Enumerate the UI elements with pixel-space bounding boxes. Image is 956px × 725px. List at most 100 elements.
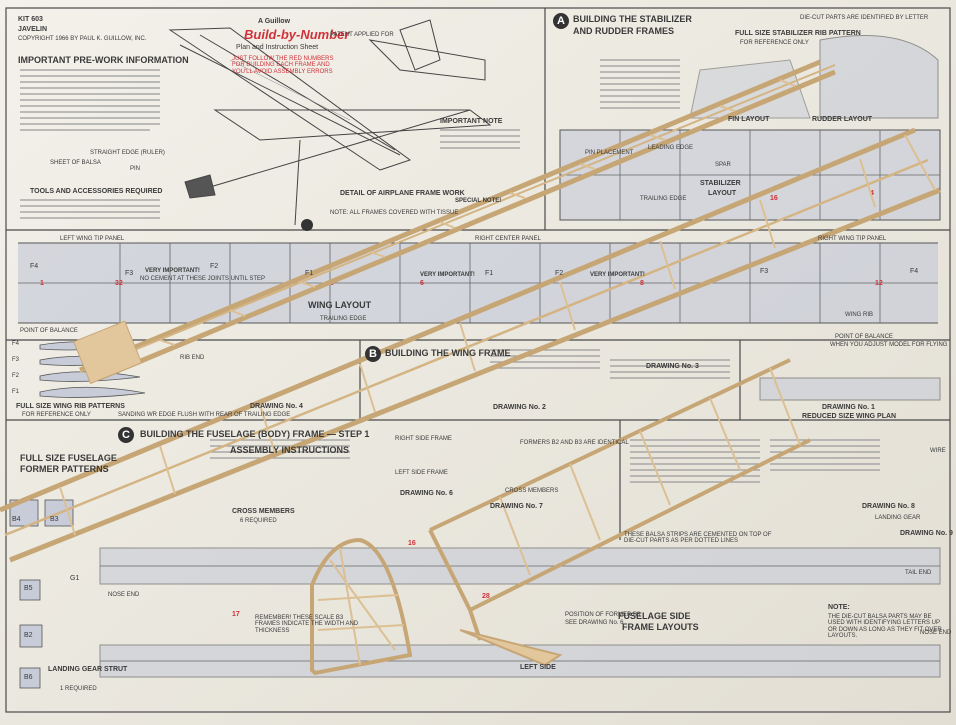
drawing-7-label: DRAWING No. 7 (490, 503, 543, 510)
nose-end-right: NOSE END (920, 630, 952, 636)
svg-text:4: 4 (870, 190, 874, 197)
cross-members-required: 6 REQUIRED (240, 518, 277, 524)
remember-note: REMEMBER! THESE SCALE B3 FRAMES INDICATE… (255, 615, 359, 634)
fuselage-side-1: FUSELAGE SIDE (618, 611, 691, 621)
former-b2: B2 (24, 632, 33, 639)
stab-spar: SPAR (715, 162, 731, 168)
left-side-label: LEFT SIDE (520, 664, 556, 671)
small-rib-f1: F1 (12, 389, 20, 395)
section-b-badge: B (365, 346, 381, 362)
very-important-1: VERY IMPORTANT! (145, 268, 200, 274)
detail-note: NOTE: ALL FRAMES COVERED WITH TISSUE (330, 210, 459, 216)
patent-text: PATENT APPLIED FOR (330, 32, 394, 38)
straight-edge-label: STRAIGHT EDGE (RULER) (90, 150, 165, 156)
cross-members-label: CROSS MEMBERS (232, 508, 295, 515)
wing-rib-patterns-sub: FOR REFERENCE ONLY (22, 412, 91, 418)
former-b3: B3 (50, 516, 59, 523)
svg-text:12: 12 (875, 280, 883, 287)
section-a-title-1: BUILDING THE STABILIZER (573, 14, 692, 24)
series-title: Build-by-Number (244, 27, 350, 42)
fuselage-side-2: FRAME LAYOUTS (622, 622, 699, 632)
sanding-note: SANDING WR EDGE FLUSH WITH REAR OF TRAIL… (118, 412, 291, 418)
wing-rib-patterns-title: FULL SIZE WING RIB PATTERNS (16, 403, 125, 410)
rib-f2-right: F2 (555, 270, 564, 277)
svg-text:16: 16 (408, 540, 416, 547)
section-c-title: BUILDING THE FUSELAGE (BODY) FRAME — STE… (140, 429, 370, 439)
svg-text:6: 6 (420, 280, 424, 287)
stab-rib-pattern: FULL SIZE STABILIZER RIB PATTERN (735, 30, 861, 37)
drawing-8-label: DRAWING No. 8 (862, 503, 915, 510)
drawing-2-label: DRAWING No. 2 (493, 404, 546, 411)
right-side-frame: RIGHT SIDE FRAME (395, 436, 452, 442)
small-rib-f2: F2 (12, 373, 20, 379)
stab-trailing-edge: TRAILING EDGE (640, 196, 687, 202)
rib-end-label: RIB END (180, 355, 205, 361)
rudder-layout-label: RUDDER LAYOUT (812, 116, 873, 123)
stab-layout-2: LAYOUT (708, 190, 737, 197)
small-rib-f3: F3 (12, 357, 20, 363)
drawing-4-label: DRAWING No. 4 (250, 403, 303, 410)
balance-note: WHEN YOU ADJUST MODEL FOR FLYING (830, 342, 948, 348)
tail-end-label: TAIL END (905, 570, 932, 576)
left-side-frame: LEFT SIDE FRAME (395, 470, 448, 476)
small-rib-f4: F4 (12, 341, 20, 347)
wing-layout-title: WING LAYOUT (308, 300, 372, 310)
pin-label: PIN (130, 166, 141, 172)
tools-title: TOOLS AND ACCESSORIES REQUIRED (30, 188, 163, 195)
see-drawing: SEE DRAWING No. 6 (565, 620, 624, 626)
stab-leading-edge: LEADING EDGE (648, 145, 694, 151)
drawing-3-label: DRAWING No. 3 (646, 363, 699, 370)
former-b6: B6 (24, 674, 33, 681)
die-cut-note: DIE-CUT PARTS ARE IDENTIFIED BY LETTER (800, 15, 929, 21)
follow-note: JUST FOLLOW THE RED NUMBERS FOR BUILDING… (232, 56, 334, 75)
rib-f3-right: F3 (760, 268, 769, 275)
note-text: THE DIE-CUT BALSA PARTS MAY BE USED WITH… (828, 614, 942, 639)
fuselage-former-title: FULL SIZE FUSELAGE (20, 453, 117, 463)
very-important-3: VERY IMPORTANT! (590, 272, 645, 278)
nose-end-label: NOSE END (108, 592, 140, 598)
assembly-instructions: ASSEMBLY INSTRUCTIONS (230, 445, 350, 455)
no-cement-1: NO CEMENT AT THESE JOINTS UNTIL STEP (140, 276, 266, 282)
brand-text: A Guillow (258, 18, 291, 25)
drawing-1-label: DRAWING No. 1 (822, 404, 875, 411)
rib-f4-left: F4 (30, 263, 39, 270)
section-a-title-2: AND RUDDER FRAMES (573, 26, 674, 36)
special-note: SPECIAL NOTE! (455, 198, 502, 204)
balsa-strip-note: THESE BALSA STRIPS ARE CEMENTED ON TOP O… (624, 532, 772, 545)
wire-label: WIRE (930, 448, 946, 454)
point-of-balance: POINT OF BALANCE (20, 328, 78, 334)
section-a-badge: A (553, 13, 569, 29)
wing-rib-label: WING RIB (845, 312, 873, 318)
landing-gear-strut: LANDING GEAR STRUT (48, 666, 128, 673)
svg-text:16: 16 (770, 195, 778, 202)
former-g1: G1 (70, 575, 80, 582)
sheet-title: Plan and Instruction Sheet (236, 44, 319, 51)
svg-text:17: 17 (232, 611, 240, 618)
rib-f4-right: F4 (910, 268, 919, 275)
svg-text:28: 28 (482, 593, 490, 600)
sheet-balsa-label: SHEET OF BALSA (50, 160, 101, 166)
fin-layout-label: FIN LAYOUT (728, 116, 770, 123)
stab-rib-sub: FOR REFERENCE ONLY (740, 40, 809, 46)
drawing-6-label: DRAWING No. 6 (400, 490, 453, 497)
formers-note: FORMERS B2 AND B3 ARE IDENTICAL (520, 440, 629, 446)
svg-text:8: 8 (640, 280, 644, 287)
svg-text:1: 1 (40, 280, 44, 287)
rib-f1-right: F1 (485, 270, 494, 277)
note-label: NOTE: (828, 604, 850, 611)
former-b4: B4 (12, 516, 21, 523)
left-wing-tip-panel: LEFT WING TIP PANEL (60, 236, 125, 242)
right-wing-tip-panel: RIGHT WING TIP PANEL (818, 236, 887, 242)
pin-placement: PIN PLACEMENT (585, 150, 634, 156)
right-center-panel: RIGHT CENTER PANEL (475, 236, 541, 242)
important-note: IMPORTANT NOTE (440, 118, 503, 125)
detail-title: DETAIL OF AIRPLANE FRAME WORK (340, 190, 465, 197)
very-important-2: VERY IMPORTANT! (420, 272, 475, 278)
fuselage-former-sub: FORMER PATTERNS (20, 464, 109, 474)
kit-number: KIT 603 (18, 16, 43, 23)
rib-f2-left: F2 (210, 263, 219, 270)
former-b5: B5 (24, 585, 33, 592)
drawing-9-label: DRAWING No. 9 (900, 530, 953, 537)
